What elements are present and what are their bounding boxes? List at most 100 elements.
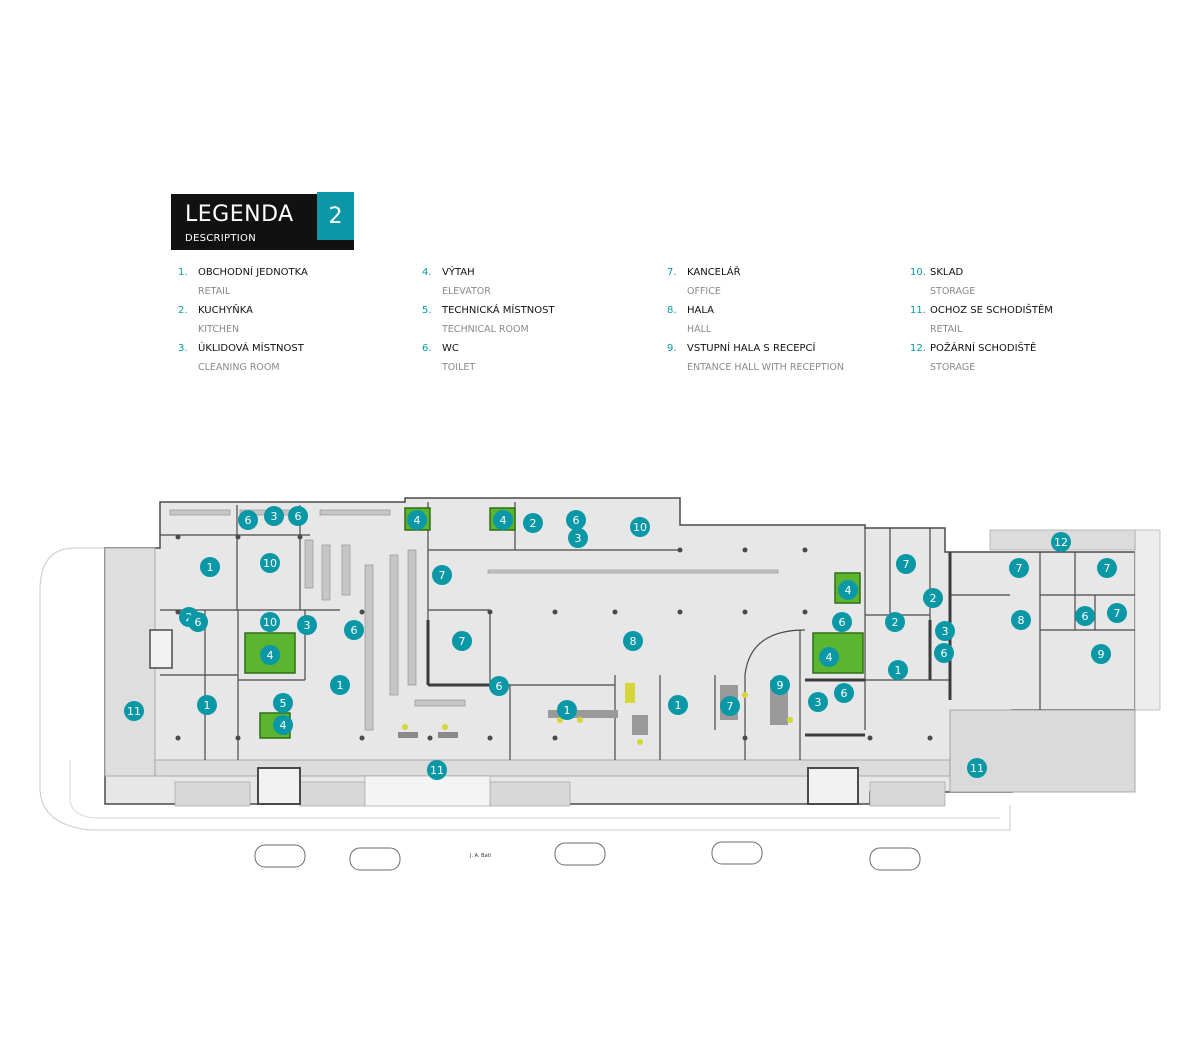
marker-4: 4 [819, 647, 839, 667]
marker-3: 3 [808, 692, 828, 712]
marker-label: 2 [186, 611, 193, 624]
marker-6: 6 [934, 643, 954, 663]
legend-item-label-en: HALL [687, 324, 712, 335]
marker-7: 7 [896, 554, 916, 574]
marker-6: 6 [566, 510, 586, 530]
legend-item: 10. SKLAD STORAGE [910, 267, 1140, 301]
marker-3: 3 [264, 506, 284, 526]
legend-item-label-cz: OBCHODNÍ JEDNOTKA [198, 267, 308, 278]
marker-label: 9 [777, 679, 784, 692]
legend-item: 6. WC TOILET [422, 343, 652, 377]
marker-7: 7 [1097, 558, 1117, 578]
legend-item-label-cz: KUCHYŇKA [198, 305, 253, 316]
floor-number-badge: 2 [317, 192, 354, 240]
stair-band [174, 781, 251, 807]
marker-9: 9 [770, 675, 790, 695]
stair-band [299, 781, 366, 807]
street-name: J. A. Bati [469, 853, 491, 859]
legend-item-label-cz: ÚKLIDOVÁ MÍSTNOST [198, 343, 304, 354]
marker-8: 8 [1011, 610, 1031, 630]
marker-label: 2 [930, 592, 937, 605]
marker-7: 7 [1009, 558, 1029, 578]
walkway-east [949, 709, 1136, 793]
marker-label: 11 [127, 705, 141, 718]
marker-label: 1 [675, 699, 682, 712]
legend-item: 3. ÚKLIDOVÁ MÍSTNOST CLEANING ROOM [178, 343, 408, 377]
marker-label: 6 [295, 510, 302, 523]
marker-label: 11 [970, 762, 984, 775]
legend-item-number: 12. [910, 343, 926, 354]
legend-item-label-en: TOILET [442, 362, 476, 373]
legend-item-label-en: STORAGE [930, 362, 976, 373]
marker-label: 7 [439, 569, 446, 582]
marker-label: 3 [271, 510, 278, 523]
interior-walls [160, 502, 1135, 760]
marker-label: 7 [459, 635, 466, 648]
car-icon [349, 847, 401, 871]
marker-label: 3 [304, 619, 311, 632]
legend-item: 12. POŽÁRNÍ SCHODIŠTĚ STORAGE [910, 343, 1140, 377]
marker-label: 6 [195, 616, 202, 629]
legend-item-number: 7. [667, 267, 677, 278]
marker-label: 6 [351, 624, 358, 637]
legend-item-label-en: OFFICE [687, 286, 721, 297]
marker-10: 10 [260, 553, 280, 573]
legend-item-label-cz: SKLAD [930, 267, 964, 278]
walkway-west [104, 547, 156, 777]
legend-item-label-en: TECHNICAL ROOM [442, 324, 529, 335]
room-markers: 1 1 1 1 1 1 2 2 2 2 3 3 3 3 3 4 4 4 4 4 … [124, 506, 1127, 780]
legend-item-label-cz: POŽÁRNÍ SCHODIŠTĚ [930, 343, 1037, 354]
marker-label: 4 [500, 514, 507, 527]
shelving [169, 509, 779, 731]
marker-label: 6 [245, 514, 252, 527]
marker-label: 6 [941, 647, 948, 660]
marker-label: 4 [845, 584, 852, 597]
marker-4: 4 [838, 580, 858, 600]
marker-11: 11 [427, 760, 447, 780]
legend-item-number: 1. [178, 267, 188, 278]
marker-label: 7 [727, 700, 734, 713]
stair-band [489, 781, 571, 807]
marker-3: 3 [297, 615, 317, 635]
legend-item-number: 10. [910, 267, 926, 278]
legend-item-label-cz: OCHOZ SE SCHODIŠTĚM [930, 305, 1053, 316]
marker-10: 10 [260, 612, 280, 632]
marker-6: 6 [344, 620, 364, 640]
marker-label: 10 [263, 557, 277, 570]
marker-label: 3 [815, 696, 822, 709]
marker-7: 7 [1107, 603, 1127, 623]
marker-label: 6 [1082, 610, 1089, 623]
legend-item-label-en: KITCHEN [198, 324, 240, 335]
curb-line [69, 760, 1000, 819]
legend-item-label-cz: HALA [687, 305, 715, 316]
marker-label: 7 [903, 558, 910, 571]
legend-header: LEGENDA DESCRIPTION 2 [171, 192, 354, 250]
legend-item: 11. OCHOZ SE SCHODIŠTĚM RETAIL [910, 305, 1140, 339]
marker-1: 1 [888, 660, 908, 680]
marker-6: 6 [188, 612, 208, 632]
marker-6: 6 [1075, 606, 1095, 626]
sidewalk-outline [39, 547, 1011, 831]
marker-label: 4 [280, 719, 287, 732]
marker-1: 1 [197, 695, 217, 715]
legend-item: 2. KUCHYŇKA KITCHEN [178, 305, 408, 339]
car-icon [711, 841, 763, 865]
marker-label: 1 [207, 561, 214, 574]
stair-core [149, 629, 173, 669]
legend-item-label-cz: VÝTAH [442, 267, 475, 278]
marker-10: 10 [630, 517, 650, 537]
marker-label: 4 [826, 651, 833, 664]
legend-item-label-en: RETAIL [930, 324, 963, 335]
legend-item-label-en: ENTANCE HALL WITH RECEPTION [687, 362, 845, 373]
entry-canopy [364, 775, 491, 807]
legend-item: 8. HALA HALL [667, 305, 897, 339]
marker-4: 4 [260, 645, 280, 665]
legend-subtitle: DESCRIPTION [185, 233, 256, 244]
curved-wall [744, 629, 806, 676]
legend-item-label-cz: TECHNICKÁ MÍSTNOST [442, 305, 555, 316]
marker-label: 8 [630, 635, 637, 648]
legend-item-number: 2. [178, 305, 188, 316]
car-icon [554, 842, 606, 866]
marker-label: 2 [530, 517, 537, 530]
marker-label: 1 [895, 664, 902, 677]
